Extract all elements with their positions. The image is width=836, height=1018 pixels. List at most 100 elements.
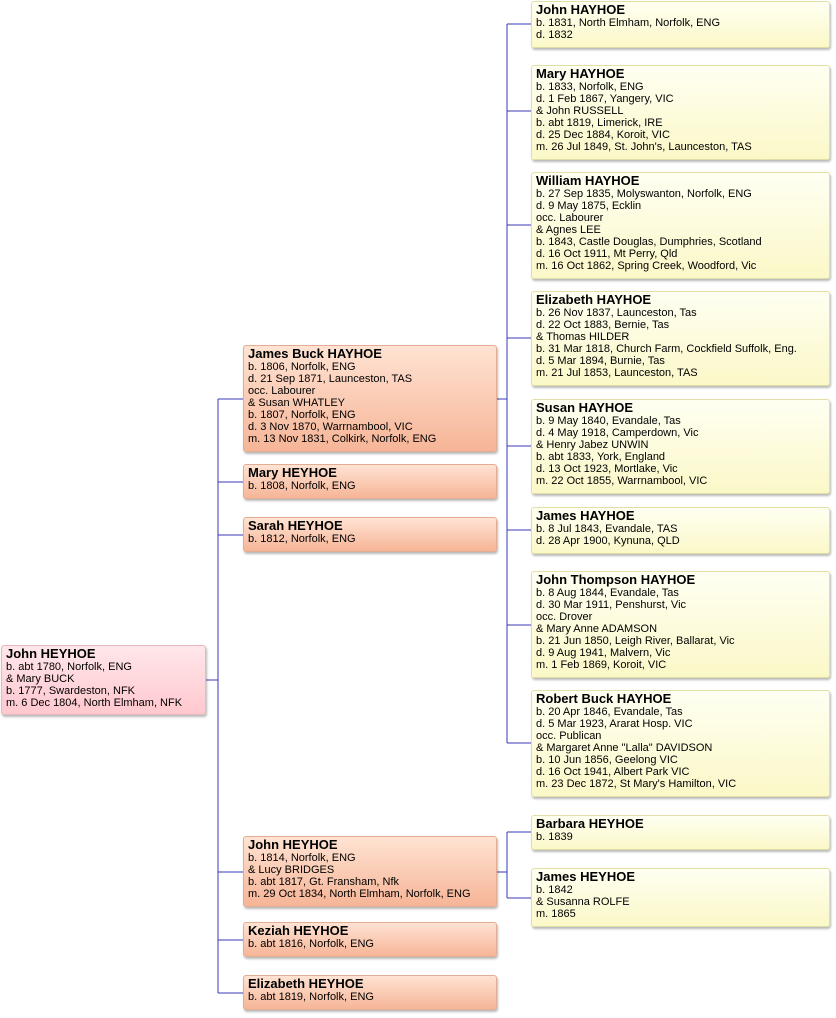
person-detail: b. 26 Nov 1837, Launceston, Tas bbox=[536, 307, 697, 319]
person-detail: b. 1831, North Elmham, Norfolk, ENG bbox=[536, 17, 721, 29]
person-susan-hayhoe[interactable]: Susan HAYHOE b. 9 May 1840, Evandale, Ta… bbox=[531, 399, 830, 494]
person-detail: m. 21 Jul 1853, Launceston, TAS bbox=[536, 367, 698, 379]
person-name: Susan HAYHOE bbox=[536, 400, 634, 415]
person-detail: b. 20 Apr 1846, Evandale, Tas bbox=[536, 706, 683, 718]
person-detail: b. 8 Jul 1843, Evandale, TAS bbox=[536, 523, 678, 535]
person-detail: b. 1843, Castle Douglas, Dumphries, Scot… bbox=[536, 236, 762, 248]
person-keziah-heyhoe[interactable]: Keziah HEYHOE b. abt 1816, Norfolk, ENG bbox=[243, 922, 497, 957]
person-name: James HAYHOE bbox=[536, 508, 635, 523]
person-john-heyhoe-1814[interactable]: John HEYHOE b. 1814, Norfolk, ENG & Lucy… bbox=[243, 836, 497, 907]
person-elizabeth-hayhoe[interactable]: Elizabeth HAYHOE b. 26 Nov 1837, Launces… bbox=[531, 291, 830, 386]
person-detail: b. 9 May 1840, Evandale, Tas bbox=[536, 415, 681, 427]
person-detail: m. 6 Dec 1804, North Elmham, NFK bbox=[6, 697, 183, 709]
person-name: Robert Buck HAYHOE bbox=[536, 691, 672, 706]
person-detail: b. 1814, Norfolk, ENG bbox=[248, 852, 356, 864]
person-detail: d. 9 May 1875, Ecklin bbox=[536, 200, 642, 212]
person-robert-buck-hayhoe[interactable]: Robert Buck HAYHOE b. 20 Apr 1846, Evand… bbox=[531, 690, 830, 797]
person-detail: b. 1777, Swardeston, NFK bbox=[6, 685, 136, 697]
person-name: Mary HAYHOE bbox=[536, 66, 625, 81]
person-detail: b. 1842 bbox=[536, 884, 573, 896]
person-detail: & Mary Anne ADAMSON bbox=[536, 623, 658, 635]
person-john-thompson-hayhoe[interactable]: John Thompson HAYHOE b. 8 Aug 1844, Evan… bbox=[531, 571, 830, 678]
person-detail: b. 27 Sep 1835, Molyswanton, Norfolk, EN… bbox=[536, 188, 752, 200]
person-name: James HEYHOE bbox=[536, 869, 635, 884]
person-detail: & Margaret Anne "Lalla" DAVIDSON bbox=[536, 742, 713, 754]
person-detail: d. 1832 bbox=[536, 29, 573, 41]
person-name: John Thompson HAYHOE bbox=[536, 572, 696, 587]
person-name: Barbara HEYHOE bbox=[536, 816, 644, 831]
person-name: James Buck HAYHOE bbox=[248, 346, 382, 361]
person-detail: d. 1 Feb 1867, Yangery, VIC bbox=[536, 93, 674, 105]
person-detail: b. abt 1817, Gt. Fransham, Nfk bbox=[248, 876, 400, 888]
person-detail: occ. Publican bbox=[536, 730, 602, 742]
person-detail: occ. Labourer bbox=[536, 212, 604, 224]
person-detail: & Lucy BRIDGES bbox=[248, 864, 335, 876]
person-james-hayhoe-1843[interactable]: James HAYHOE b. 8 Jul 1843, Evandale, TA… bbox=[531, 507, 830, 554]
person-detail: b. 31 Mar 1818, Church Farm, Cockfield S… bbox=[536, 343, 797, 355]
person-detail: d. 28 Apr 1900, Kynuna, QLD bbox=[536, 535, 680, 547]
person-detail: & Henry Jabez UNWIN bbox=[536, 439, 649, 451]
person-detail: m. 13 Nov 1831, Colkirk, Norfolk, ENG bbox=[248, 433, 437, 445]
person-name: Elizabeth HAYHOE bbox=[536, 292, 652, 307]
person-detail: b. abt 1816, Norfolk, ENG bbox=[248, 938, 374, 950]
person-detail: b. 1808, Norfolk, ENG bbox=[248, 480, 356, 492]
person-james-heyhoe-1842[interactable]: James HEYHOE b. 1842 & Susanna ROLFE m. … bbox=[531, 868, 830, 927]
person-detail: b. 1839 bbox=[536, 831, 573, 843]
person-william-hayhoe[interactable]: William HAYHOE b. 27 Sep 1835, Molyswant… bbox=[531, 172, 830, 279]
person-detail: d. 16 Oct 1941, Albert Park VIC bbox=[536, 766, 690, 778]
person-name: Elizabeth HEYHOE bbox=[248, 976, 364, 991]
person-detail: & Susan WHATLEY bbox=[248, 397, 345, 409]
person-name: William HAYHOE bbox=[536, 173, 640, 188]
person-barbara-heyhoe[interactable]: Barbara HEYHOE b. 1839 bbox=[531, 815, 830, 850]
person-detail: m. 29 Oct 1834, North Elmham, Norfolk, E… bbox=[248, 888, 471, 900]
person-detail: b. abt 1780, Norfolk, ENG bbox=[6, 661, 132, 673]
person-detail: d. 3 Nov 1870, Warrnambool, VIC bbox=[248, 421, 413, 433]
person-detail: b. 21 Jun 1850, Leigh River, Ballarat, V… bbox=[536, 635, 735, 647]
person-detail: b. abt 1833, York, England bbox=[536, 451, 666, 463]
person-detail: occ. Labourer bbox=[248, 385, 316, 397]
person-detail: b. abt 1819, Norfolk, ENG bbox=[248, 991, 374, 1003]
person-name: Mary HEYHOE bbox=[248, 465, 337, 480]
person-detail: b. 1806, Norfolk, ENG bbox=[248, 361, 356, 373]
person-mary-heyhoe[interactable]: Mary HEYHOE b. 1808, Norfolk, ENG bbox=[243, 464, 497, 499]
person-name: John HEYHOE bbox=[6, 646, 96, 661]
person-detail: & Mary BUCK bbox=[6, 673, 75, 685]
person-detail: & Susanna ROLFE bbox=[536, 896, 630, 908]
person-elizabeth-heyhoe[interactable]: Elizabeth HEYHOE b. abt 1819, Norfolk, E… bbox=[243, 975, 497, 1010]
person-detail: b. 1812, Norfolk, ENG bbox=[248, 533, 356, 545]
person-detail: d. 13 Oct 1923, Mortlake, Vic bbox=[536, 463, 678, 475]
person-root[interactable]: John HEYHOE b. abt 1780, Norfolk, ENG & … bbox=[1, 645, 206, 715]
person-detail: & Thomas HILDER bbox=[536, 331, 630, 343]
person-detail: d. 21 Sep 1871, Launceston, TAS bbox=[248, 373, 413, 385]
person-detail: occ. Drover bbox=[536, 611, 593, 623]
person-detail: b. abt 1819, Limerick, IRE bbox=[536, 117, 663, 129]
person-james-buck-hayhoe[interactable]: James Buck HAYHOE b. 1806, Norfolk, ENG … bbox=[243, 345, 497, 452]
person-detail: m. 1865 bbox=[536, 908, 576, 920]
person-detail: m. 23 Dec 1872, St Mary's Hamilton, VIC bbox=[536, 778, 737, 790]
person-detail: b. 8 Aug 1844, Evandale, Tas bbox=[536, 587, 679, 599]
person-name: John HAYHOE bbox=[536, 2, 626, 17]
person-detail: d. 4 May 1918, Camperdown, Vic bbox=[536, 427, 699, 439]
person-name: John HEYHOE bbox=[248, 837, 338, 852]
person-detail: m. 1 Feb 1869, Koroit, VIC bbox=[536, 659, 667, 671]
person-detail: d. 30 Mar 1911, Penshurst, Vic bbox=[536, 599, 687, 611]
person-detail: b. 10 Jun 1856, Geelong VIC bbox=[536, 754, 678, 766]
person-detail: d. 5 Mar 1923, Ararat Hosp. VIC bbox=[536, 718, 693, 730]
person-mary-hayhoe-1833[interactable]: Mary HAYHOE b. 1833, Norfolk, ENG d. 1 F… bbox=[531, 65, 830, 160]
person-detail: & Agnes LEE bbox=[536, 224, 601, 236]
person-detail: d. 5 Mar 1894, Burnie, Tas bbox=[536, 355, 665, 367]
person-sarah-heyhoe[interactable]: Sarah HEYHOE b. 1812, Norfolk, ENG bbox=[243, 517, 497, 552]
person-john-hayhoe-1831[interactable]: John HAYHOE b. 1831, North Elmham, Norfo… bbox=[531, 1, 830, 48]
person-detail: d. 16 Oct 1911, Mt Perry, Qld bbox=[536, 248, 678, 260]
person-detail: & John RUSSELL bbox=[536, 105, 624, 117]
person-detail: m. 22 Oct 1855, Warrnambool, VIC bbox=[536, 475, 708, 487]
person-detail: m. 16 Oct 1862, Spring Creek, Woodford, … bbox=[536, 260, 757, 272]
person-detail: d. 9 Aug 1941, Malvern, Vic bbox=[536, 647, 671, 659]
person-detail: m. 26 Jul 1849, St. John's, Launceston, … bbox=[536, 141, 752, 153]
person-name: Sarah HEYHOE bbox=[248, 518, 343, 533]
person-name: Keziah HEYHOE bbox=[248, 923, 349, 938]
person-detail: b. 1833, Norfolk, ENG bbox=[536, 81, 644, 93]
person-detail: d. 22 Oct 1883, Bernie, Tas bbox=[536, 319, 670, 331]
person-detail: b. 1807, Norfolk, ENG bbox=[248, 409, 356, 421]
